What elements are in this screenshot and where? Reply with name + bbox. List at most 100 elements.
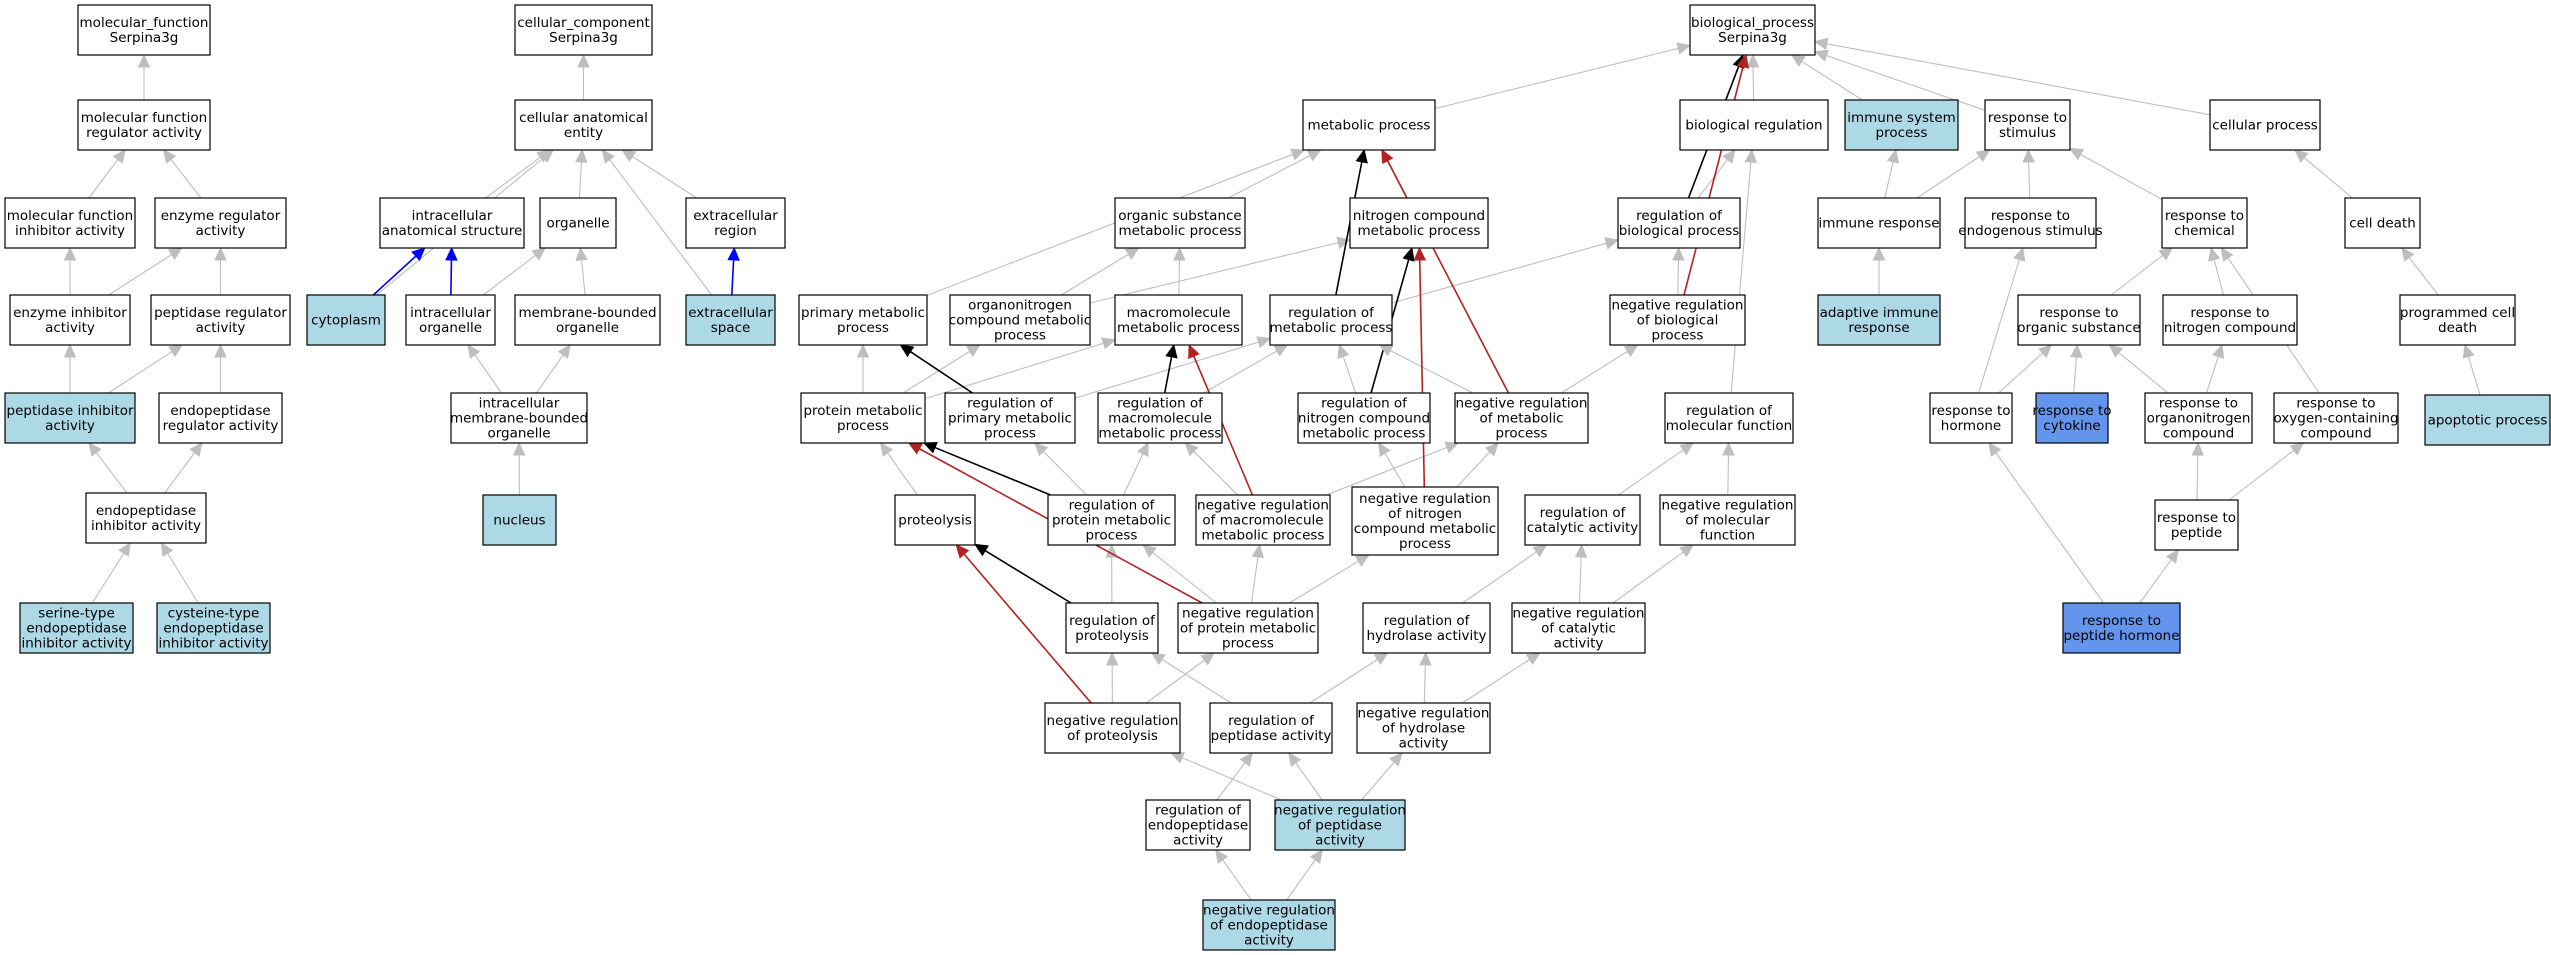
edge-arrowhead bbox=[2022, 148, 2035, 163]
edge-is-a bbox=[1105, 651, 1119, 704]
term-box bbox=[1511, 602, 1646, 654]
edge-arrowhead bbox=[411, 247, 426, 262]
edge-is-a bbox=[88, 149, 126, 199]
term-box bbox=[1356, 702, 1491, 754]
term-box bbox=[1664, 392, 1794, 444]
term-box bbox=[1964, 197, 2097, 249]
term-label-line: activity bbox=[196, 320, 246, 336]
edge-line bbox=[1423, 664, 1426, 704]
edge-line bbox=[170, 159, 202, 199]
edge-arrowhead bbox=[601, 149, 615, 164]
edge-is-a bbox=[1170, 752, 1282, 801]
edge-arrowhead bbox=[1373, 652, 1389, 666]
term-label-line: organic substance bbox=[1118, 208, 1241, 224]
edge-line bbox=[910, 350, 973, 394]
term-label-line: inhibitor activity bbox=[91, 518, 201, 534]
term-label-line: response to bbox=[2165, 208, 2244, 224]
term-label-line: organelle bbox=[487, 426, 550, 442]
edge-line bbox=[372, 255, 417, 296]
term-node-apoptotic: apoptotic process bbox=[2424, 394, 2551, 446]
edge-arrowhead bbox=[1239, 752, 1253, 767]
edge-is-a bbox=[575, 246, 588, 296]
term-label-line: peptidase activity bbox=[1211, 728, 1332, 744]
term-label-line: activity bbox=[1315, 833, 1365, 849]
term-box bbox=[1269, 294, 1393, 346]
edge-arrowhead bbox=[1413, 246, 1427, 261]
edge-line bbox=[934, 446, 1051, 496]
term-label-line: endopeptidase bbox=[170, 403, 270, 419]
term-label-line: biological_process bbox=[1691, 15, 1814, 31]
edge-is-a bbox=[2068, 147, 2163, 200]
edge-line bbox=[2073, 356, 2077, 394]
term-box bbox=[150, 294, 291, 346]
term-label-line: molecular function bbox=[1666, 418, 1792, 434]
term-label-line: process bbox=[837, 320, 889, 336]
edge-line bbox=[632, 156, 698, 199]
edge-is-a bbox=[1391, 237, 1620, 304]
edge-line bbox=[1456, 451, 1491, 488]
edge-line bbox=[1978, 259, 2020, 394]
term-label-line: of macromolecule bbox=[1202, 513, 1323, 529]
term-box bbox=[685, 294, 776, 346]
edge-is-a bbox=[1730, 148, 1758, 394]
edge-is-a bbox=[108, 247, 183, 296]
term-label-line: activity bbox=[1173, 833, 1223, 849]
term-box bbox=[450, 392, 588, 444]
edge-is-a bbox=[214, 246, 227, 295]
term-label-line: proteolysis bbox=[1075, 628, 1149, 644]
term-label-line: Serpina3g bbox=[549, 30, 618, 46]
edge-arrowhead bbox=[1173, 246, 1186, 261]
term-label-line: extracellular bbox=[693, 208, 778, 224]
edge-arrowhead bbox=[1746, 53, 1760, 68]
edge-arrowhead bbox=[1419, 651, 1432, 666]
edge-is-a bbox=[1813, 37, 2211, 116]
edge-is-a bbox=[1074, 336, 1272, 399]
edge-arrowhead bbox=[1337, 343, 1350, 359]
term-node-cytoplasm: cytoplasm bbox=[306, 294, 386, 346]
term-box bbox=[1362, 602, 1491, 654]
edge-line bbox=[581, 259, 586, 296]
edge-arrowhead bbox=[2158, 247, 2174, 261]
term-label-line: negative regulation bbox=[1197, 498, 1329, 514]
edge-is-a bbox=[1574, 543, 1588, 604]
edge-is-a bbox=[1203, 344, 1289, 394]
edge-line bbox=[108, 254, 172, 296]
edge-arrowhead bbox=[1256, 336, 1272, 349]
term-label-line: regulation of bbox=[1321, 396, 1408, 412]
edge-line bbox=[1801, 60, 1863, 101]
edge-arrowhead bbox=[189, 442, 203, 457]
term-label-line: endogenous stimulus bbox=[1958, 223, 2102, 239]
term-box bbox=[4, 197, 136, 249]
edge-is-a bbox=[1146, 652, 1216, 704]
edge-is-a bbox=[1326, 441, 1460, 496]
edge-line bbox=[2028, 161, 2031, 199]
term-label-line: protein metabolic bbox=[1052, 513, 1171, 529]
edge-is-a bbox=[1286, 849, 1323, 901]
term-label-line: response to bbox=[2190, 305, 2269, 321]
edge-line bbox=[95, 452, 128, 494]
edge-arrowhead bbox=[1105, 651, 1119, 666]
edge-arrowhead bbox=[1273, 344, 1289, 357]
edge-arrowhead bbox=[1623, 344, 1639, 357]
edge-arrowhead bbox=[1813, 37, 1829, 51]
term-box bbox=[1679, 99, 1829, 151]
term-label-line: endopeptidase bbox=[163, 621, 263, 637]
term-label-line: enzyme inhibitor bbox=[13, 305, 127, 321]
edge-arrowhead bbox=[63, 246, 77, 261]
edge-arrowhead bbox=[1101, 337, 1117, 350]
term-label-line: metabolic process bbox=[1358, 223, 1481, 239]
term-label-line: of endopeptidase bbox=[1210, 918, 1328, 934]
edge-arrowhead bbox=[1402, 246, 1415, 262]
term-label-line: cellular anatomical bbox=[519, 110, 648, 126]
edge-arrowhead bbox=[1288, 752, 1302, 767]
term-label-line: protein metabolic bbox=[803, 403, 922, 419]
edge-arrowhead bbox=[879, 442, 893, 457]
edge-line bbox=[450, 259, 453, 296]
term-label-line: regulation of bbox=[1228, 713, 1315, 729]
edge-arrowhead bbox=[1722, 441, 1735, 456]
